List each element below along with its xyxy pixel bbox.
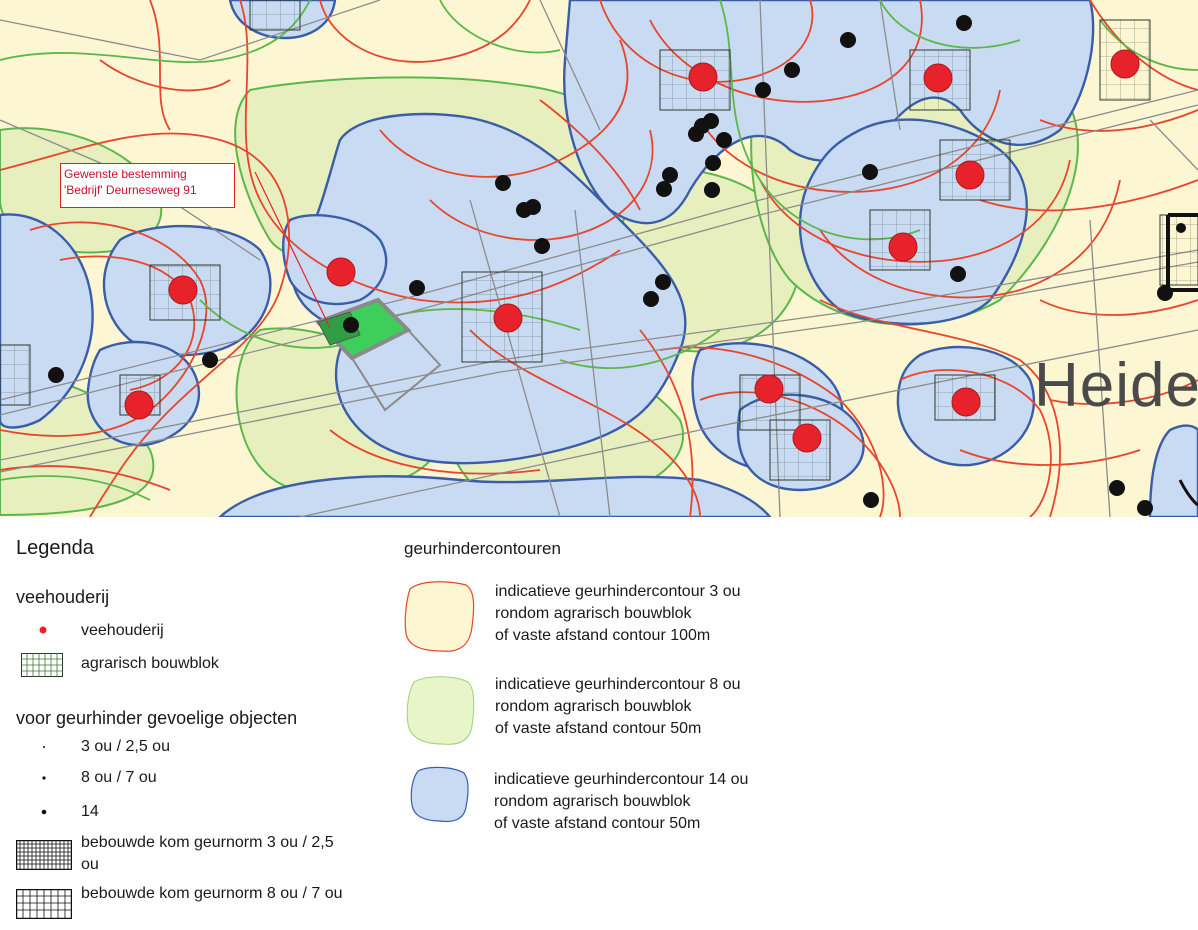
veehouderij-marker (688, 62, 718, 92)
veehouderij-marker (1110, 49, 1140, 79)
veehouderij-marker (168, 275, 198, 305)
contour-8-line-2: rondom agrarisch bouwblok (495, 698, 692, 715)
legend-item-veehouderij: veehouderij (81, 622, 164, 639)
veehouderij-marker (923, 63, 953, 93)
annotation-box: Gewenste bestemming 'Bedrijf' Deurnesewe… (60, 163, 235, 208)
veehouderij-marker (888, 232, 918, 262)
legend-item-8ou: 8 ou / 7 ou (81, 769, 157, 786)
veehouderij-marker (124, 390, 154, 420)
tiny-dot-icon (43, 746, 45, 748)
contour-14-line-1: indicatieve geurhindercontour 14 ou (494, 771, 749, 788)
legend-item-bebouwde-kom-3ou: bebouwde kom geurnorm 3 ou / 2,5 ou (81, 834, 334, 873)
blue-blob-icon (410, 766, 469, 823)
legend-item-3ou: 3 ou / 2,5 ou (81, 738, 170, 755)
contour-14-line-2: rondom agrarisch bouwblok (494, 793, 691, 810)
sparse-grid-icon (16, 889, 72, 919)
map-canvas (0, 0, 1198, 517)
contour-3-line-1: indicatieve geurhindercontour 3 ou (495, 583, 741, 600)
veehouderij-markers (124, 49, 1140, 453)
map-view[interactable]: Gewenste bestemming 'Bedrijf' Deurnesewe… (0, 0, 1198, 517)
contour-3-line-2: rondom agrarisch bouwblok (495, 605, 692, 622)
contour-8-line-1: indicatieve geurhindercontour 8 ou (495, 676, 741, 693)
contour-14-line-3: of vaste afstand contour 50m (494, 815, 701, 832)
veehouderij-marker (955, 160, 985, 190)
veehouderij-marker (493, 303, 523, 333)
veehouderij-marker (792, 423, 822, 453)
annotation-line-1: Gewenste bestemming (64, 167, 187, 181)
legend-item-contour-8: indicatieve geurhindercontour 8 ou rondo… (495, 674, 741, 740)
legend-item-bebouwde-kom-8ou: bebouwde kom geurnorm 8 ou / 7 ou (81, 885, 343, 902)
sensitive-heading: voor geurhinder gevoelige objecten (16, 708, 298, 728)
place-name-label: Heide (1034, 351, 1198, 420)
contour-8-line-3: of vaste afstand contour 50m (495, 720, 702, 737)
green-grid-icon (21, 653, 63, 677)
legend-panel: Legenda veehouderij veehouderij agrarisc… (0, 517, 1198, 930)
yellow-blob-icon (404, 581, 475, 652)
red-dot-icon (39, 626, 47, 634)
legend-item-contour-14: indicatieve geurhindercontour 14 ou rond… (494, 769, 748, 835)
contour-heading: geurhindercontouren (404, 539, 561, 558)
annotation-leader-line (254, 171, 331, 329)
veehouderij-marker (754, 374, 784, 404)
annotation-line-2: 'Bedrijf' Deurneseweg 91 (64, 183, 197, 197)
sensitive-object-markers (48, 15, 1186, 516)
green-blob-icon (406, 676, 475, 745)
veehouderij-marker (326, 257, 356, 287)
dense-grid-icon (16, 840, 72, 870)
contour-3-line-3: of vaste afstand contour 100m (495, 627, 711, 644)
legend-item-contour-3: indicatieve geurhindercontour 3 ou rondo… (495, 581, 741, 647)
small-dot-icon (42, 776, 46, 780)
legend-item-14: 14 (81, 803, 99, 820)
veehouderij-marker (951, 387, 981, 417)
veehouderij-heading: veehouderij (16, 587, 110, 607)
medium-dot-icon (41, 809, 47, 815)
legend-item-agrarisch-bouwblok: agrarisch bouwblok (81, 655, 219, 672)
legend-title: Legenda (16, 537, 94, 559)
